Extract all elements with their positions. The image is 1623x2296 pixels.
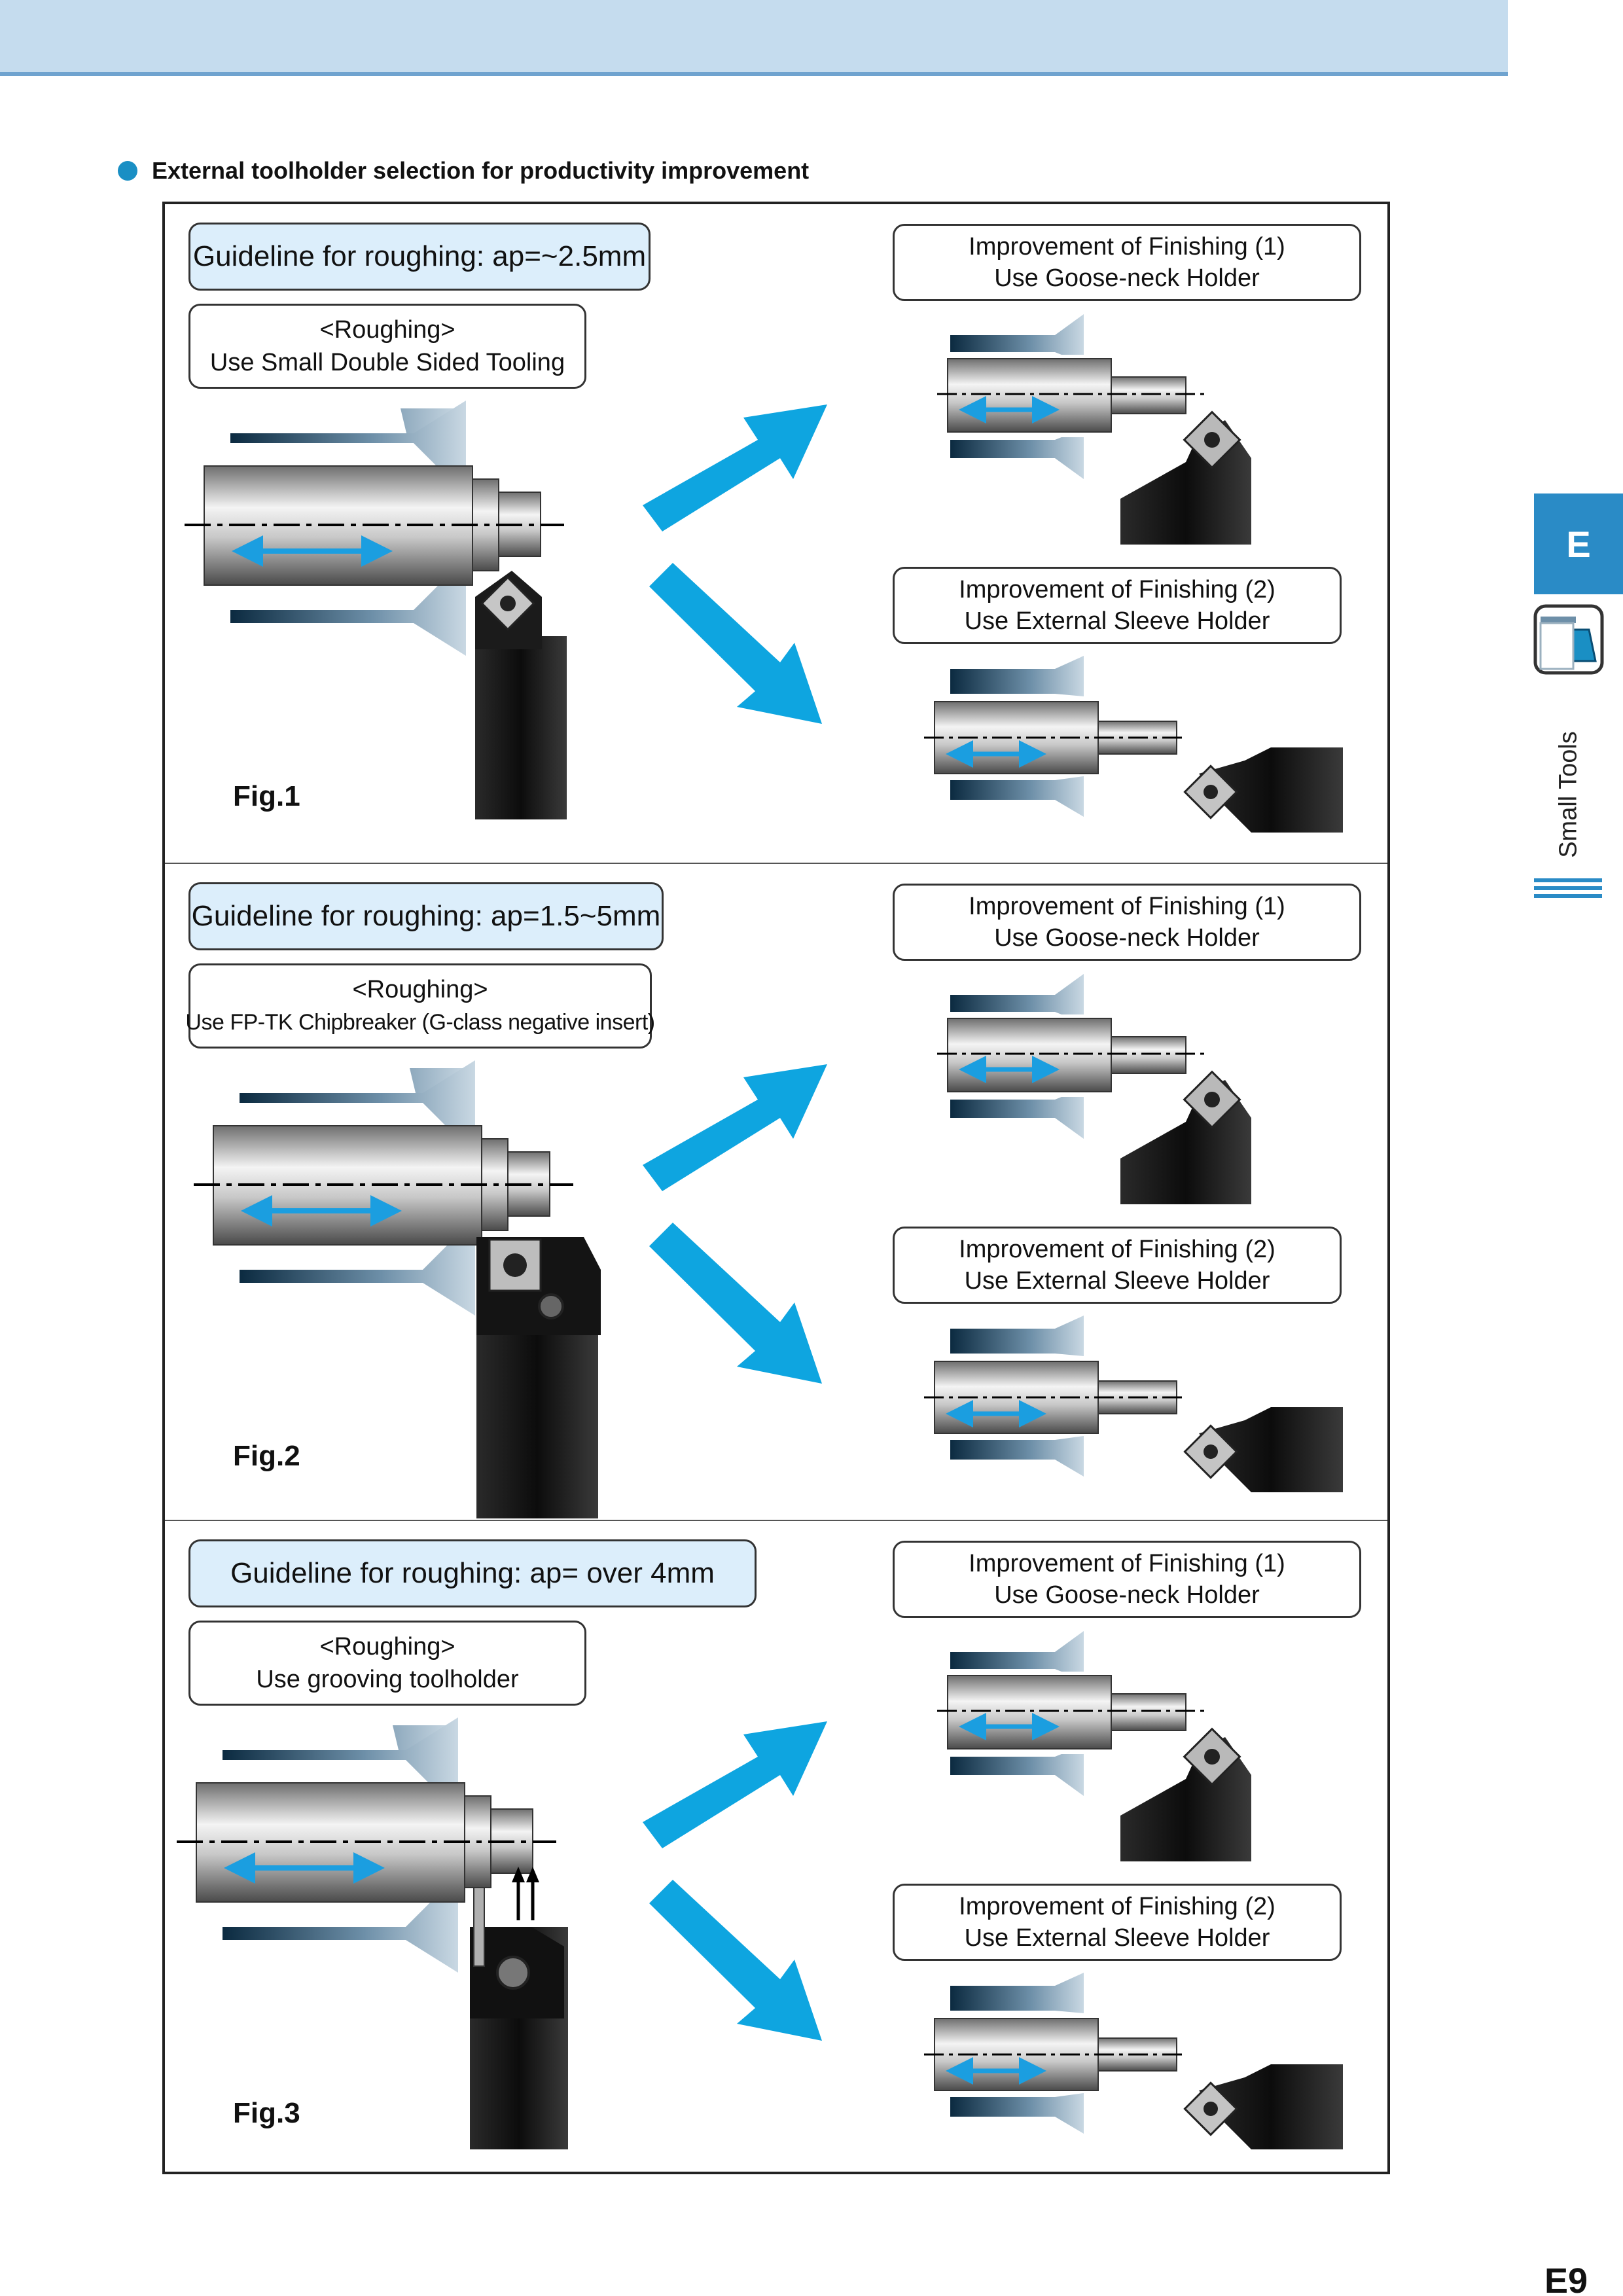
finishing-2-title: Improvement of Finishing (2) <box>959 1893 1275 1920</box>
roughing-desc: Use grooving toolholder <box>256 1666 519 1693</box>
roughing-title: <Roughing> <box>319 1633 455 1660</box>
roughing-title: <Roughing> <box>352 976 488 1003</box>
side-category-label: Small Tools <box>1539 723 1598 867</box>
finishing-1-title: Improvement of Finishing (1) <box>969 893 1285 920</box>
page-number: E9 <box>1544 2261 1588 2296</box>
finishing-2-desc: Use External Sleeve Holder <box>964 607 1270 635</box>
finishing-2-title: Improvement of Finishing (2) <box>959 576 1275 603</box>
finishing-2-desc: Use External Sleeve Holder <box>964 1267 1270 1295</box>
finishing-1-box: Improvement of Finishing (1) Use Goose-n… <box>893 884 1361 961</box>
guideline-box: Guideline for roughing: ap=~2.5mm <box>188 223 651 291</box>
illustration <box>165 204 1387 861</box>
fig-label: Fig.3 <box>233 2097 300 2129</box>
panel-fig1: Guideline for roughing: ap=~2.5mm <Rough… <box>165 204 1387 861</box>
illustration <box>165 864 1387 1520</box>
panel-fig3: Guideline for roughing: ap= over 4mm <Ro… <box>165 1520 1387 2177</box>
side-category-text: Small Tools <box>1554 731 1582 858</box>
finishing-1-desc: Use Goose-neck Holder <box>994 264 1260 292</box>
section-heading: External toolholder selection for produc… <box>118 157 809 185</box>
figure-frame: Guideline for roughing: ap=~2.5mm <Rough… <box>162 202 1390 2174</box>
finishing-1-desc: Use Goose-neck Holder <box>994 1581 1260 1609</box>
roughing-box: <Roughing> Use grooving toolholder <box>188 1621 586 1706</box>
finishing-2-box: Improvement of Finishing (2) Use Externa… <box>893 567 1342 644</box>
finishing-2-box: Improvement of Finishing (2) Use Externa… <box>893 1227 1342 1304</box>
finishing-2-desc: Use External Sleeve Holder <box>964 1924 1270 1952</box>
toolholder-icon <box>1533 604 1604 675</box>
fig-label: Fig.1 <box>233 780 300 812</box>
finishing-1-title: Improvement of Finishing (1) <box>969 233 1285 260</box>
roughing-title: <Roughing> <box>319 316 455 344</box>
roughing-desc: Use Small Double Sided Tooling <box>209 349 565 376</box>
guideline-box: Guideline for roughing: ap=1.5~5mm <box>188 882 664 950</box>
guideline-box: Guideline for roughing: ap= over 4mm <box>188 1539 757 1607</box>
finishing-1-box: Improvement of Finishing (1) Use Goose-n… <box>893 224 1361 301</box>
finishing-1-title: Improvement of Finishing (1) <box>969 1550 1285 1577</box>
section-tab[interactable]: E <box>1534 493 1623 594</box>
finishing-1-desc: Use Goose-neck Holder <box>994 924 1260 952</box>
panel-fig2: Guideline for roughing: ap=1.5~5mm <Roug… <box>165 863 1387 1520</box>
side-decor-lines <box>1534 878 1602 902</box>
finishing-1-box: Improvement of Finishing (1) Use Goose-n… <box>893 1541 1361 1618</box>
finishing-2-box: Improvement of Finishing (2) Use Externa… <box>893 1884 1342 1961</box>
illustration <box>165 1521 1387 2178</box>
roughing-box: <Roughing> Use Small Double Sided Toolin… <box>188 304 586 389</box>
section-heading-text: External toolholder selection for produc… <box>152 157 810 184</box>
bullet-icon <box>118 161 137 181</box>
fig-label: Fig.2 <box>233 1440 300 1472</box>
finishing-2-title: Improvement of Finishing (2) <box>959 1236 1275 1263</box>
roughing-box: <Roughing> Use FP-TK Chipbreaker (G-clas… <box>185 963 655 1049</box>
roughing-desc: Use FP-TK Chipbreaker (G-class negative … <box>185 1010 655 1035</box>
header-band <box>0 0 1508 76</box>
